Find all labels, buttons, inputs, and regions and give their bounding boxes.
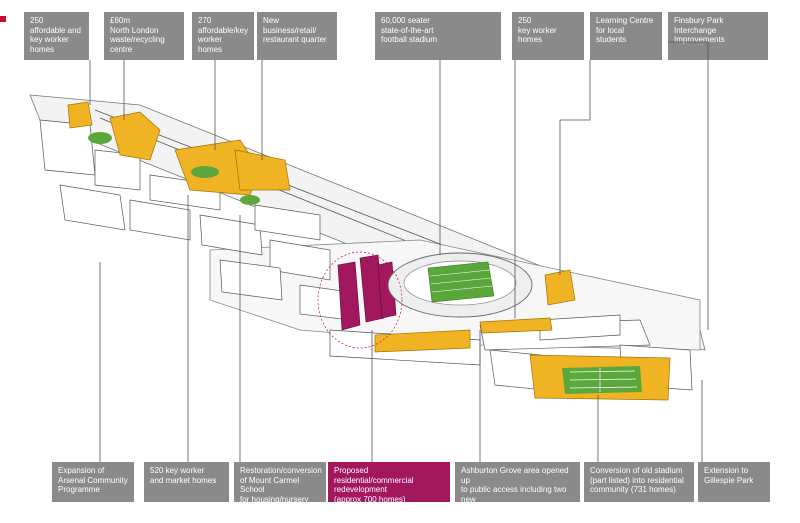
- new-football-stadium: [387, 252, 533, 318]
- label-affordable-key-worker-homes-250: 250 affordable and key worker homes: [24, 12, 89, 60]
- red-corner-mark: [0, 16, 6, 22]
- label-business-retail-quarter: New business/retail/ restaurant quarter: [257, 12, 337, 60]
- label-football-stadium: 60,000 seater state-of-the-art football …: [375, 12, 501, 60]
- proposed-redevelopment-blocks: [337, 254, 397, 331]
- label-affordable-key-worker-homes-270: 270 affordable/key worker homes: [192, 12, 254, 60]
- business-retail-quarter: [234, 149, 291, 191]
- redevelopment-circle: [317, 251, 403, 349]
- old-stadium-pitch-lines: [569, 368, 638, 392]
- label-mount-carmel-school: Restoration/conversion of Mount Carmel S…: [234, 462, 326, 504]
- label-proposed-redevelopment: Proposed residential/commercial redevelo…: [328, 462, 450, 504]
- label-gillespie-park: Extension to Gillespie Park: [698, 462, 770, 502]
- ashburton-homes-row: [374, 329, 471, 353]
- homes-250-west: [67, 101, 93, 129]
- label-arsenal-community-programme: Expansion of Arsenal Community Programme: [52, 462, 134, 502]
- key-worker-homes-250-east: [479, 317, 553, 334]
- label-520-homes: 520 key worker and market homes: [144, 462, 229, 502]
- label-key-worker-homes-250: 250 key worker homes: [512, 12, 584, 60]
- label-learning-centre: Learning Centre for local students: [590, 12, 662, 60]
- site-illustration: [0, 16, 709, 462]
- label-finsbury-park-interchange: Finsbury Park Interchange Improvements: [668, 12, 768, 60]
- label-waste-recycling-centre: £60m North London waste/recycling centre: [104, 12, 184, 60]
- bottom-leader-lines: [99, 195, 703, 462]
- learning-centre: [544, 269, 576, 306]
- label-old-stadium-conversion: Conversion of old stadium (part listed) …: [584, 462, 694, 502]
- top-leader-lines: [89, 41, 709, 330]
- waste-recycling-centre: [109, 111, 161, 161]
